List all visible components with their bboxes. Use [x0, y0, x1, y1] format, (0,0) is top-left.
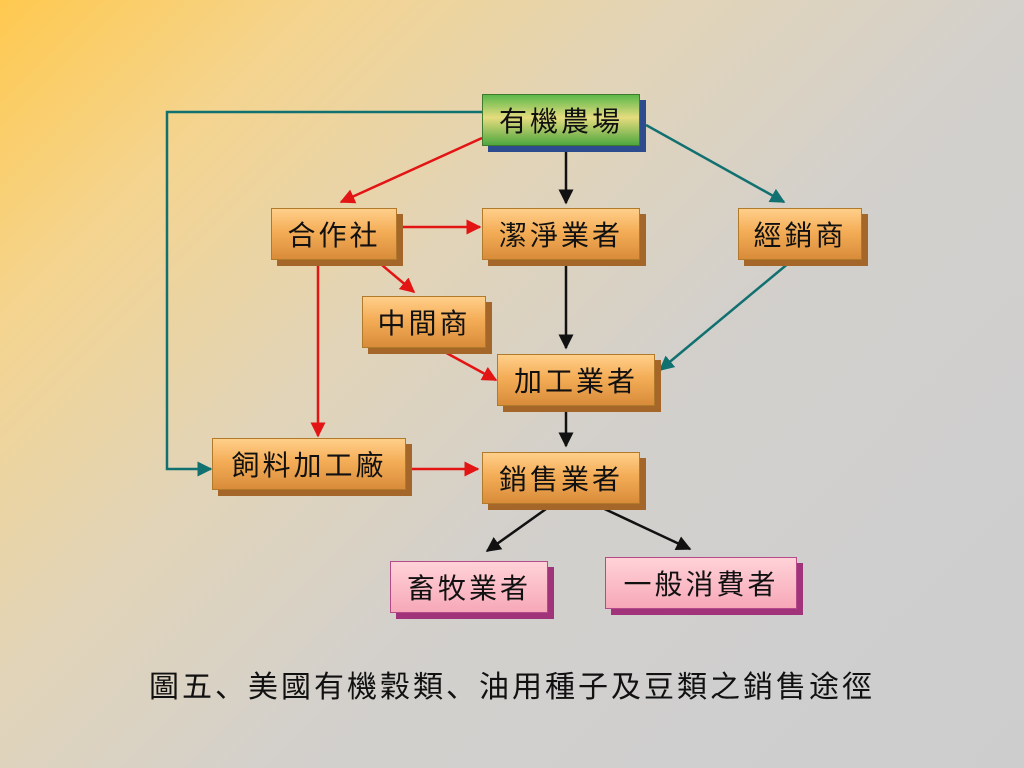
node-distributor: 經銷商 — [738, 208, 868, 266]
node-consumer: 一般消費者 — [605, 557, 803, 615]
node-organic-farm-label: 有機農場 — [498, 105, 623, 138]
arrow-distributor-to-processor — [658, 261, 791, 371]
arrow-middleman-to-processor — [440, 348, 498, 382]
node-distributor-label: 經銷商 — [753, 219, 847, 252]
arrow-seller-to-consumer — [593, 502, 692, 551]
node-consumer-label: 一般消費者 — [623, 568, 779, 601]
arrow-seller-to-livestock — [485, 502, 554, 553]
figure-caption: 圖五、美國有機穀類、油用種子及豆類之銷售途徑 — [149, 670, 875, 705]
node-seller: 銷售業者 — [482, 452, 646, 510]
node-livestock-label: 畜牧業者 — [406, 572, 531, 605]
node-cooperative: 合作社 — [271, 208, 403, 266]
node-feed-mill: 飼料加工廠 — [212, 438, 412, 496]
node-cooperative-label: 合作社 — [287, 219, 381, 252]
node-cleaner: 潔淨業者 — [482, 208, 646, 266]
node-seller-label: 銷售業者 — [498, 463, 623, 496]
node-feed-mill-label: 飼料加工廠 — [231, 449, 387, 482]
arrow-farm-to-distributor — [645, 123, 786, 204]
node-processor-label: 加工業者 — [513, 365, 638, 398]
node-livestock: 畜牧業者 — [390, 561, 554, 619]
node-middleman: 中間商 — [362, 296, 492, 354]
node-middleman-label: 中間商 — [377, 307, 471, 340]
arrow-farm-to-cooperative — [339, 136, 483, 204]
arrow-farm-to-feed-mill — [165, 110, 482, 477]
node-processor: 加工業者 — [497, 354, 661, 412]
node-cleaner-label: 潔淨業者 — [498, 219, 623, 252]
node-organic-farm: 有機農場 — [482, 94, 646, 152]
